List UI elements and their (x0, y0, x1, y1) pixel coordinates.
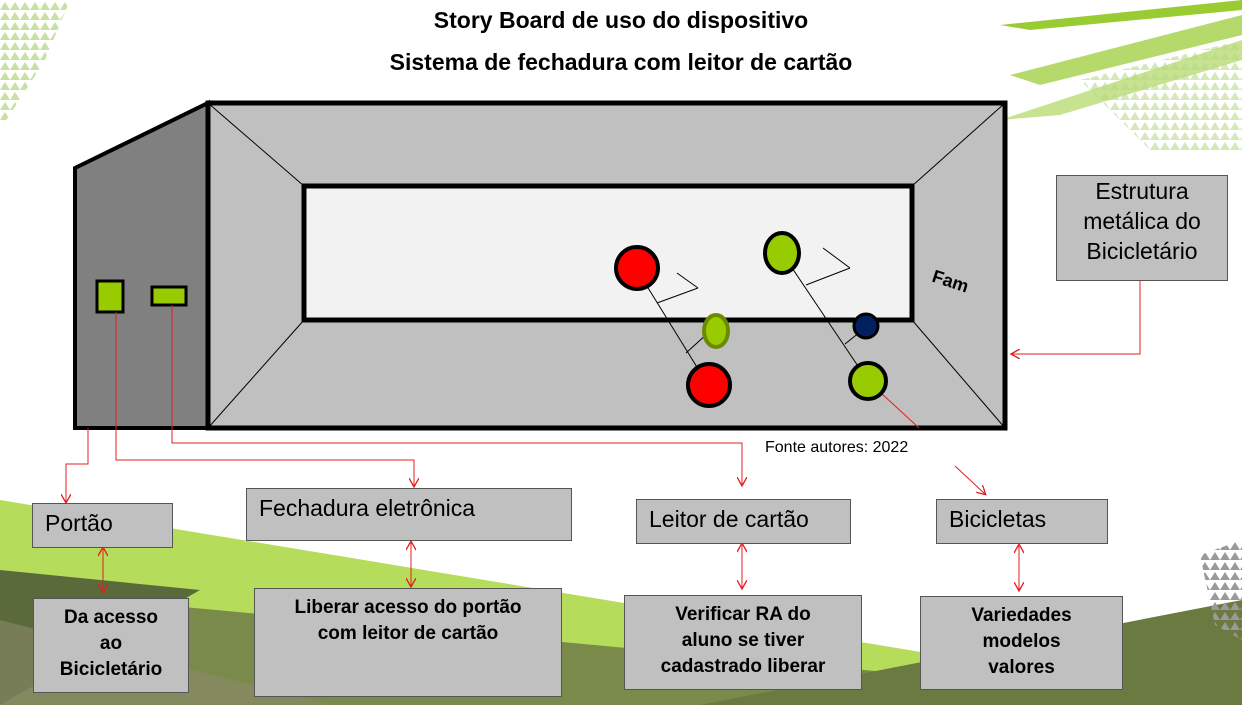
label-bicicletas: Bicicletas (936, 499, 1108, 544)
desc-line: com leitor de cartão (317, 623, 499, 644)
desc-line: valores (988, 657, 1055, 678)
desc-line: ao (99, 633, 123, 654)
desc-leitor: Verificar RA do aluno se tiver cadastrad… (624, 595, 862, 690)
connector-estrutura (1012, 281, 1141, 354)
desc-line: Liberar acesso do portão (294, 597, 522, 618)
device-display-window (301, 183, 915, 323)
desc-line: Bicicletário (59, 659, 163, 680)
label-estrutura: Estrutura metálica do Bicicletário (1056, 175, 1228, 281)
device-components (614, 231, 920, 429)
red-indicator-top (614, 245, 660, 291)
desc-portao: Da acesso ao Bicicletário (33, 598, 189, 693)
connector-bicicletas (954, 465, 985, 494)
connectors (66, 281, 1141, 592)
side-label-line: Bicicletário (1086, 238, 1198, 264)
desc-line: modelos (982, 631, 1061, 652)
side-button-right (150, 285, 188, 307)
title-line-2: Sistema de fechadura com leitor de cartã… (389, 49, 853, 75)
red-indicator-bottom (686, 362, 732, 408)
desc-bicicletas: Variedades modelos valores (920, 596, 1123, 690)
source-caption: Fonte autores: 2022 (765, 439, 909, 456)
connector-fechadura (115, 312, 414, 486)
device-side-panel (73, 99, 210, 430)
label-fechadura: Fechadura eletrônica (246, 488, 572, 541)
desc-line: Verificar RA do (675, 604, 811, 625)
title-line-1: Story Board de uso do dispositivo (433, 7, 809, 33)
green-indicator-top (763, 231, 801, 275)
connector-portao (66, 428, 89, 502)
side-button-left (95, 279, 125, 314)
desc-line: cadastrado liberar (660, 656, 826, 677)
connector-leitor (171, 305, 742, 485)
device-body (73, 99, 1008, 431)
side-label-line: Estrutura (1095, 178, 1189, 204)
desc-fechadura: Liberar acesso do portão com leitor de c… (254, 588, 562, 697)
label-portao: Portão (32, 503, 173, 548)
label-leitor: Leitor de cartão (636, 499, 851, 544)
green-led (702, 313, 730, 349)
desc-line: aluno se tiver (681, 630, 805, 651)
desc-line: Da acesso (63, 607, 158, 628)
desc-line: Variedades (971, 605, 1072, 626)
navy-indicator (852, 312, 880, 340)
side-label-line: metálica do (1083, 208, 1201, 234)
green-indicator-bottom (848, 361, 888, 401)
